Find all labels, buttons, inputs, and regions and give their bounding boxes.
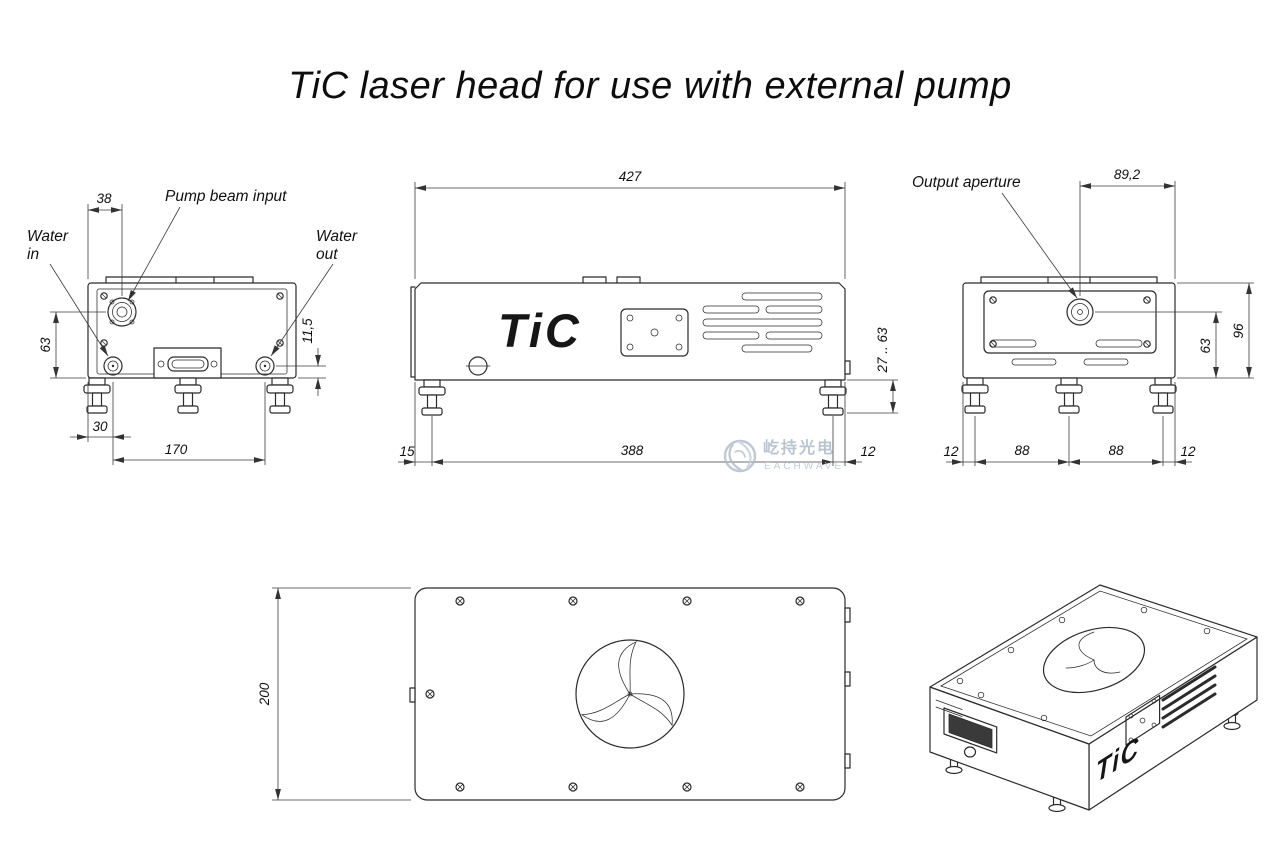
dim-27-63: 27 .. 63 [875, 327, 890, 374]
screw-icon [795, 596, 805, 606]
slot-screw-icon [963, 746, 977, 758]
dim-12-left: 12 [943, 444, 959, 459]
dim-63: 63 [38, 337, 53, 353]
mounting-foot [1055, 377, 1083, 414]
dim-12-right: 12 [1180, 444, 1196, 459]
dim-388: 388 [621, 443, 644, 458]
dim-89-2: 89,2 [1114, 167, 1141, 182]
fan-window-icon [1042, 626, 1146, 694]
screw-icon [682, 782, 692, 792]
electrical-connector-icon [943, 707, 998, 754]
mounting-foot [1149, 377, 1177, 414]
screw-icon [100, 339, 108, 347]
dim-12: 12 [860, 444, 876, 459]
vent-slots-icon [1161, 665, 1217, 729]
tic-logo: TiC [498, 304, 582, 357]
screw-icon [425, 689, 435, 699]
screw-icon [568, 596, 578, 606]
dim-96: 96 [1231, 323, 1246, 339]
output-aperture-label: Output aperture [912, 174, 1021, 191]
dim-427: 427 [619, 169, 642, 184]
mounting-foot [418, 379, 446, 416]
slot-screw-icon [465, 356, 491, 376]
water-out-label-1: Water [316, 228, 358, 245]
side-view: TiC [398, 169, 898, 466]
access-plate-icon [620, 308, 689, 357]
water-in-label-1: Water [27, 228, 69, 245]
vent-slots-icon [702, 292, 823, 353]
watermark-name: 屹持光电 [763, 438, 835, 457]
watermark-logo-icon [723, 439, 757, 473]
screw-icon [682, 596, 692, 606]
watermark: 屹持光电 EACHWAVE [723, 438, 844, 473]
screw-icon [568, 782, 578, 792]
left-vents-icon [935, 699, 963, 717]
water-out-port-icon [255, 356, 275, 376]
dim-15: 15 [399, 444, 415, 459]
electrical-connector-icon [153, 347, 222, 379]
access-plate-icon [1125, 694, 1161, 746]
iso-view: TiC [929, 584, 1258, 813]
water-out-label-2: out [316, 246, 338, 263]
dim-88-left: 88 [1014, 443, 1030, 458]
screw-icon [276, 292, 284, 300]
page-title: TiC laser head for use with external pum… [288, 65, 1012, 107]
mounting-foot [266, 377, 294, 414]
dim-30: 30 [92, 419, 108, 434]
dim-38: 38 [96, 191, 112, 206]
dim-170: 170 [165, 442, 188, 457]
screw-icon [455, 596, 465, 606]
screw-icon [1143, 340, 1151, 348]
screw-icon [989, 296, 997, 304]
dim-63-rear: 63 [1198, 338, 1213, 354]
water-in-label-2: in [27, 246, 39, 263]
dim-11-5: 11,5 [300, 318, 315, 344]
dim-88-right: 88 [1108, 443, 1124, 458]
mounting-foot [819, 379, 847, 416]
screw-icon [795, 782, 805, 792]
rear-view: 89,2 Output aperture 96 63 12 88 88 12 [912, 167, 1254, 466]
top-view: 200 [257, 587, 851, 801]
front-view: 38 Pump beam input Water in Water out 63… [27, 188, 358, 465]
screw-icon [1143, 296, 1151, 304]
fan-window-icon [575, 639, 685, 749]
output-aperture-icon [1066, 298, 1094, 326]
watermark-subname: EACHWAVE [764, 461, 844, 472]
mounting-foot [961, 377, 989, 414]
dim-200: 200 [257, 682, 272, 706]
mounting-foot [174, 377, 202, 414]
pump-beam-input-label: Pump beam input [165, 188, 287, 205]
pump-input-connector-icon [107, 297, 137, 327]
screw-icon [100, 292, 108, 300]
rear-vents-icon [989, 339, 1143, 366]
water-in-port-icon [103, 356, 123, 376]
screw-icon [455, 782, 465, 792]
